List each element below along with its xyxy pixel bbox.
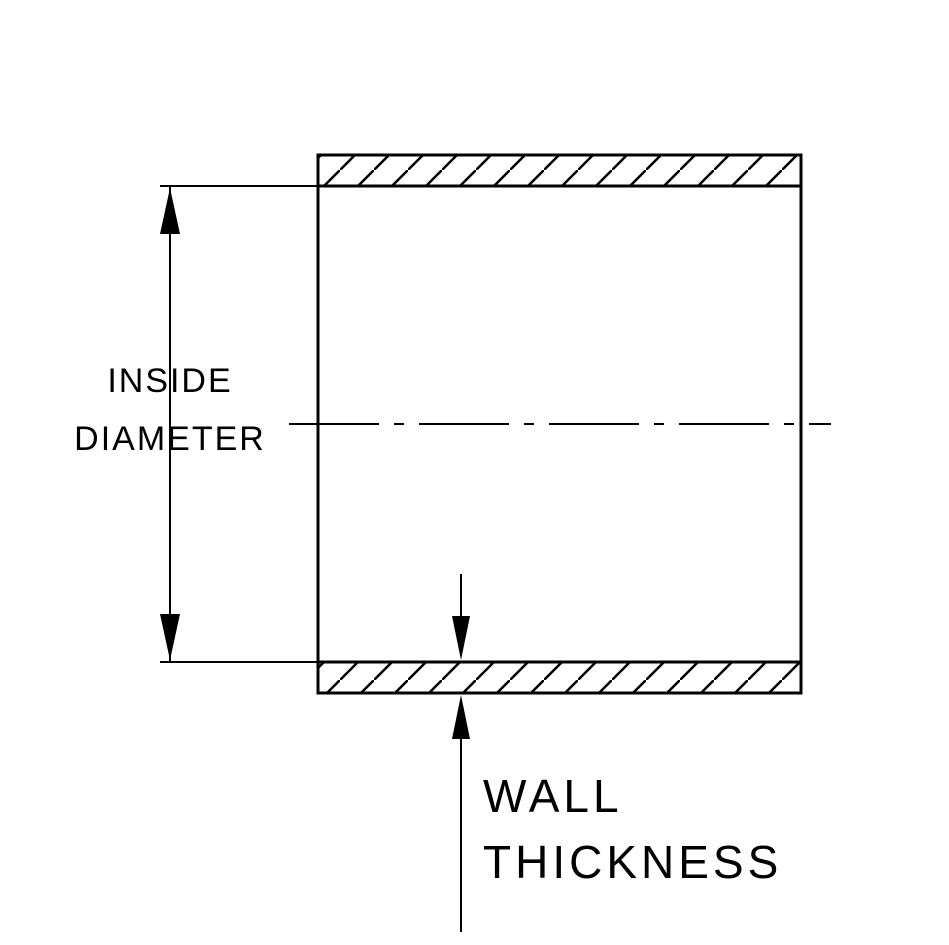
dimension-arrow-up-icon [160,188,180,234]
inside-diameter-label-line2: DIAMETER [74,420,266,458]
wall-thickness-label-line1: WALL [483,770,623,822]
wall-thickness-label-line2: THICKNESS [483,836,782,888]
wall-thickness-arrow-down-icon [452,616,470,660]
bottom-wall-hatch [318,662,801,693]
wall-thickness-arrow-up-icon [452,695,470,739]
dimension-arrow-down-icon [160,614,180,660]
inside-diameter-label-line1: INSIDE [107,362,232,400]
top-wall-hatch [318,155,801,186]
